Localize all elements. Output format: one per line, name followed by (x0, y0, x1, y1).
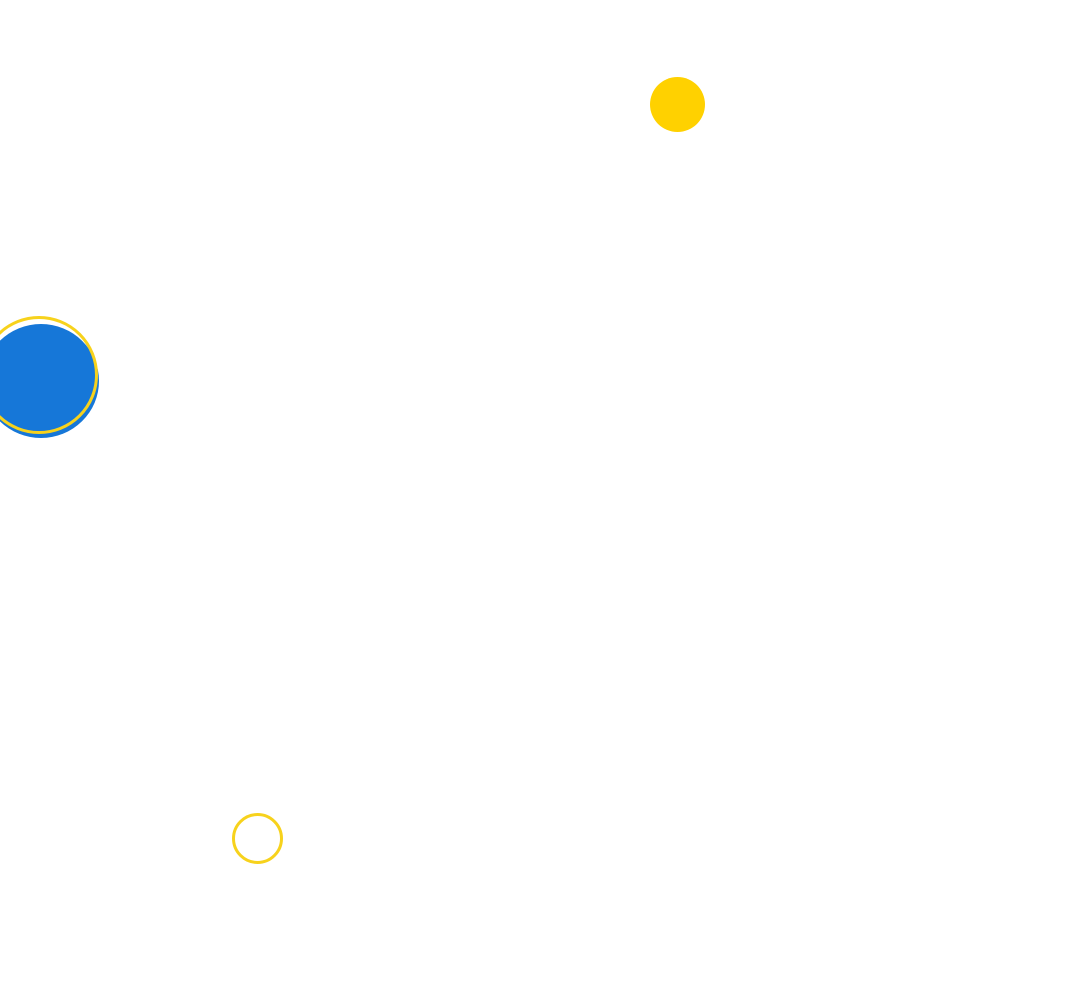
small-yellow-ring-icon (232, 813, 283, 864)
yellow-dot-icon (650, 77, 705, 132)
yellow-ring-icon (0, 316, 98, 434)
